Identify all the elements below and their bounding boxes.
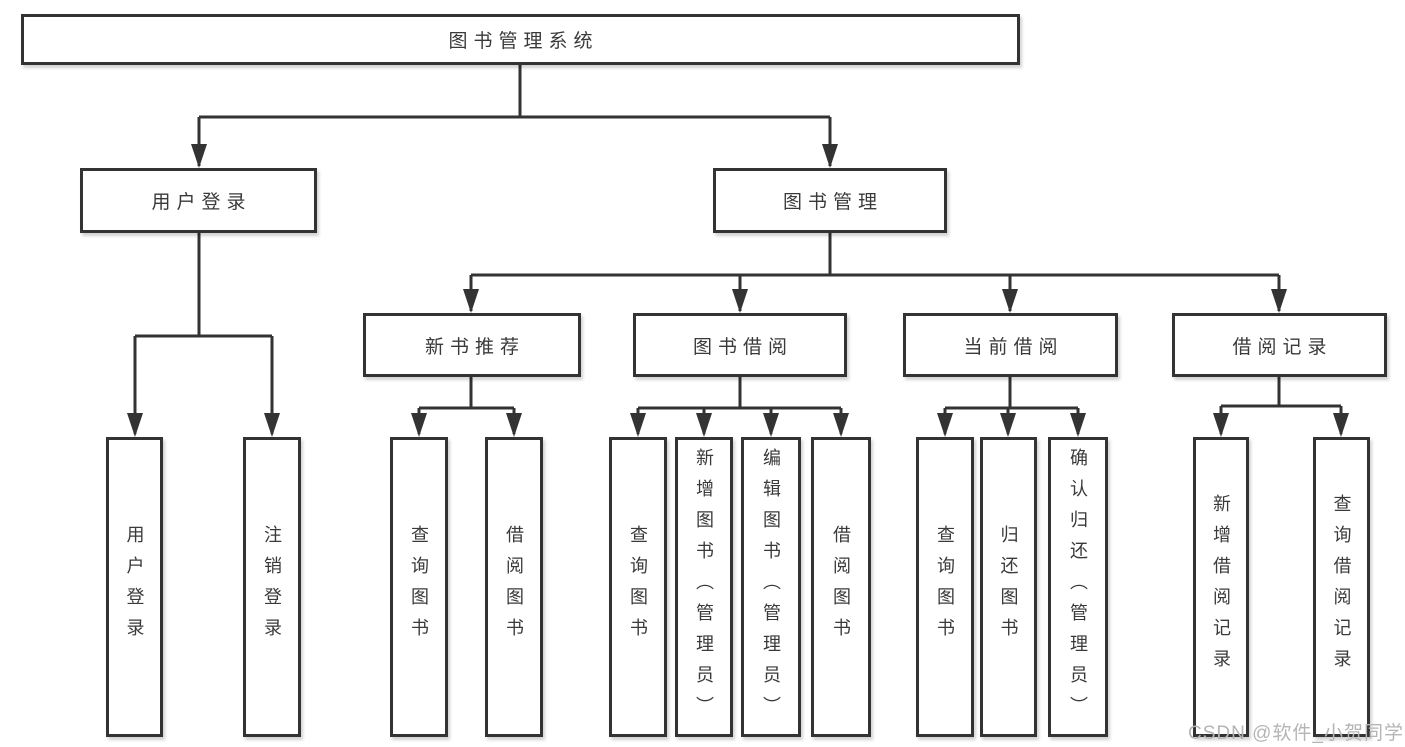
leaf-user-login: 用户登录 [106, 437, 163, 737]
node-new-book-recommendation: 新书推荐 [363, 313, 581, 377]
leaf-label: 归还图书 [998, 525, 1019, 649]
node-label: 图书借阅 [692, 336, 793, 358]
leaf-records-query-borrow-record: 查询借阅记录 [1313, 437, 1370, 737]
leaf-borrow-edit-book-admin: 编辑图书（管理员） [741, 437, 801, 737]
connector-book-management-to-level3 [463, 233, 1287, 313]
node-label: 当前借阅 [963, 336, 1064, 358]
leaf-newbook-query-books: 查询图书 [390, 437, 448, 737]
leaf-label: 查询图书 [628, 525, 648, 649]
leaf-logout-login: 注销登录 [243, 437, 301, 737]
leaf-label: 查询借阅记录 [1331, 494, 1352, 680]
node-label: 新书推荐 [424, 336, 525, 358]
leaf-current-query-books: 查询图书 [916, 437, 974, 737]
leaf-label: 用户登录 [124, 525, 145, 649]
leaf-borrow-borrow-books: 借阅图书 [811, 437, 871, 737]
connector-user-login-to-leaves [127, 233, 280, 437]
node-label: 借阅记录 [1232, 336, 1333, 358]
leaf-records-add-borrow-record: 新增借阅记录 [1193, 437, 1249, 737]
node-label: 图书管理系统 [448, 31, 599, 52]
node-current-borrowing: 当前借阅 [903, 313, 1118, 377]
node-library-management-system: 图书管理系统 [21, 14, 1020, 65]
leaf-current-confirm-return-admin: 确认归还（管理员） [1048, 437, 1108, 737]
connector-borrow-records-to-leaves [1213, 377, 1349, 437]
leaf-label: 新增图书（管理员） [694, 447, 714, 727]
leaf-label: 查询图书 [935, 525, 955, 649]
leaf-label: 确认归还（管理员） [1068, 447, 1088, 727]
leaf-label: 借阅图书 [831, 525, 851, 649]
node-label: 用户登录 [151, 192, 252, 213]
node-user-login: 用户登录 [80, 168, 317, 233]
leaf-label: 编辑图书（管理员） [761, 447, 781, 727]
node-borrowing-records: 借阅记录 [1172, 313, 1387, 377]
connector-root-to-level2 [191, 65, 838, 168]
leaf-borrow-add-book-admin: 新增图书（管理员） [675, 437, 733, 737]
connector-current-borrow-to-leaves [937, 377, 1086, 437]
node-book-management: 图书管理 [713, 168, 947, 233]
leaf-borrow-query-books: 查询图书 [609, 437, 667, 737]
leaf-newbook-borrow-books: 借阅图书 [485, 437, 543, 737]
node-book-borrowing: 图书借阅 [633, 313, 847, 377]
connector-new-book-to-leaves [411, 377, 522, 437]
leaf-label: 查询图书 [409, 525, 429, 649]
node-label: 图书管理 [782, 192, 883, 213]
leaf-label: 注销登录 [262, 525, 282, 649]
connector-book-borrow-to-leaves [630, 377, 849, 437]
leaf-current-return-books: 归还图书 [980, 437, 1037, 737]
watermark-text: CSDN @软件_小贺同学 [1188, 723, 1404, 744]
leaf-label: 新增借阅记录 [1211, 494, 1231, 680]
leaf-label: 借阅图书 [504, 525, 524, 649]
